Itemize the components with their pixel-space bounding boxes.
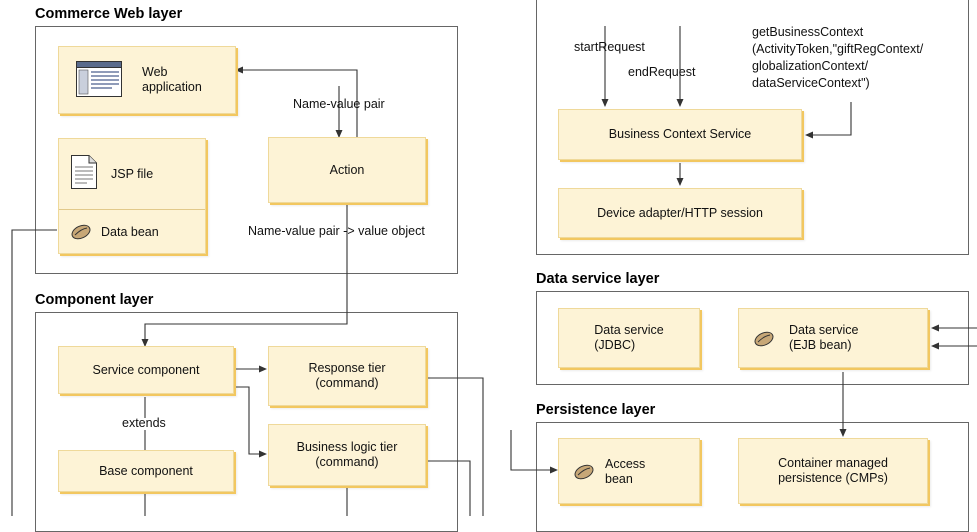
base-component-box: Base component — [58, 450, 234, 492]
business-logic-tier-label: Business logic tier (command) — [296, 440, 398, 469]
web-application-label: Web application — [142, 65, 202, 94]
container-managed-persistence-box: Container managed persistence (CMPs) — [738, 438, 928, 504]
service-to-logic-arrow — [235, 386, 267, 458]
data-service-layer-title: Data service layer — [536, 271, 660, 287]
get-business-context-label: getBusinessContext (ActivityToken,"giftR… — [752, 25, 924, 90]
commerce-web-layer — [35, 26, 458, 274]
jsp-data-bean-box: JSP file Data bean — [58, 138, 206, 254]
action-box: Action — [268, 137, 426, 203]
name-value-to-object-label: Name-value pair -> value object — [248, 224, 425, 238]
data-service-layer — [536, 291, 969, 385]
data-service-ejb-box: Data service (EJB bean) — [738, 308, 928, 368]
document-icon — [71, 155, 97, 193]
get-business-context-arrow — [805, 102, 852, 139]
action-to-service-arrow — [141, 205, 348, 347]
data-bean-label: Data bean — [101, 225, 159, 239]
response-tier-box: Response tier (command) — [268, 346, 426, 406]
extends-label: extends — [122, 416, 166, 430]
window-icon — [76, 61, 122, 101]
business-context-layer — [536, 0, 969, 255]
end-request-label: endRequest — [628, 65, 696, 79]
device-adapter-label: Device adapter/HTTP session — [597, 205, 763, 220]
name-value-pair-label: Name-value pair — [293, 97, 385, 111]
start-request-label: startRequest — [574, 40, 645, 54]
device-adapter-box: Device adapter/HTTP session — [558, 188, 802, 238]
action-to-web-arrow — [235, 66, 358, 137]
data-service-jdbc-box: Data service (JDBC) — [558, 308, 700, 368]
connector-lines — [11, 26, 977, 516]
bean-icon — [753, 331, 775, 351]
business-logic-tier-box: Business logic tier (command) — [268, 424, 426, 486]
data-bean-left-line — [11, 229, 57, 516]
access-bean-box: Access bean — [558, 438, 700, 504]
base-component-label: Base component — [99, 463, 193, 478]
jsp-divider — [59, 209, 205, 210]
to-access-bean-arrow — [510, 430, 558, 474]
action-label: Action — [329, 162, 365, 177]
access-bean-label: Access bean — [605, 457, 646, 486]
service-component-box: Service component — [58, 346, 234, 394]
bean-icon — [573, 464, 595, 484]
container-managed-persistence-label: Container managed persistence (CMPs) — [778, 456, 888, 485]
business-context-service-label: Business Context Service — [608, 127, 752, 141]
data-service-ejb-label: Data service (EJB bean) — [789, 323, 859, 352]
response-to-access-line — [427, 377, 484, 516]
response-tier-label: Response tier (command) — [308, 361, 386, 390]
business-context-service-box: Business Context Service — [558, 109, 802, 160]
bean-icon — [70, 224, 92, 244]
service-component-label: Service component — [92, 362, 200, 377]
commerce-web-layer-title: Commerce Web layer — [35, 6, 183, 22]
web-application-box: Web application — [58, 46, 236, 114]
data-service-jdbc-label: Data service (JDBC) — [594, 323, 664, 352]
persistence-layer-title: Persistence layer — [536, 402, 656, 418]
jsp-file-label: JSP file — [111, 167, 154, 181]
component-layer-title: Component layer — [35, 292, 154, 308]
